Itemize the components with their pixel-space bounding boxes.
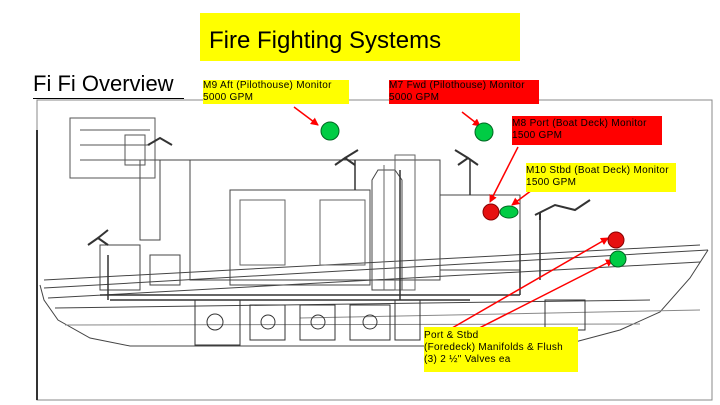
section-heading: Fi Fi Overview	[33, 71, 174, 96]
manifold-callout-line1: Port & Stbd	[424, 330, 479, 341]
m10-callout-line2: 1500 GPM	[526, 177, 577, 188]
monitor-nozzle-icon	[87, 136, 591, 246]
m10-callout: M10 Stbd (Boat Deck) Monitor 1500 GPM	[526, 163, 676, 192]
m8-callout-line2: 1500 GPM	[512, 130, 563, 141]
m9-callout: M9 Aft (Pilothouse) Monitor 5000 GPM	[203, 80, 349, 104]
mast-detail	[69, 117, 156, 179]
m10-callout-line1: M10 Stbd (Boat Deck) Monitor	[526, 165, 669, 176]
m9-callout-line2: 5000 GPM	[203, 92, 254, 103]
valve-marker-icon	[320, 121, 627, 268]
title-banner: Fire Fighting Systems	[200, 13, 520, 61]
superstructure	[99, 154, 521, 291]
manifold-stbd-marker	[609, 250, 627, 268]
m8-callout-line1: M8 Port (Boat Deck) Monitor	[512, 118, 647, 129]
m8-callout: M8 Port (Boat Deck) Monitor 1500 GPM	[512, 116, 662, 145]
section-underline	[33, 98, 184, 99]
m9-marker	[320, 121, 340, 141]
slide-title: Fire Fighting Systems	[209, 27, 442, 54]
manifold-port-marker	[607, 231, 625, 249]
manifold-callout-line3: (3) 2 ½" Valves ea	[424, 354, 511, 365]
manifold-callout-line2: (Foredeck) Manifolds & Flush	[424, 342, 564, 353]
hull	[39, 244, 709, 347]
engine-room-machinery	[194, 299, 586, 346]
m7-callout-line2: 5000 GPM	[389, 92, 440, 103]
m7-marker	[474, 122, 494, 142]
m8-marker	[482, 203, 500, 221]
m7-callout: M7 Fwd (Pilothouse) Monitor 5000 GPM	[389, 80, 539, 104]
m9-callout-line1: M9 Aft (Pilothouse) Monitor	[203, 80, 332, 91]
m10-marker	[499, 205, 519, 219]
manifold-callout: Port & Stbd (Foredeck) Manifolds & Flush…	[424, 327, 578, 372]
m7-callout-line1: M7 Fwd (Pilothouse) Monitor	[389, 80, 525, 91]
